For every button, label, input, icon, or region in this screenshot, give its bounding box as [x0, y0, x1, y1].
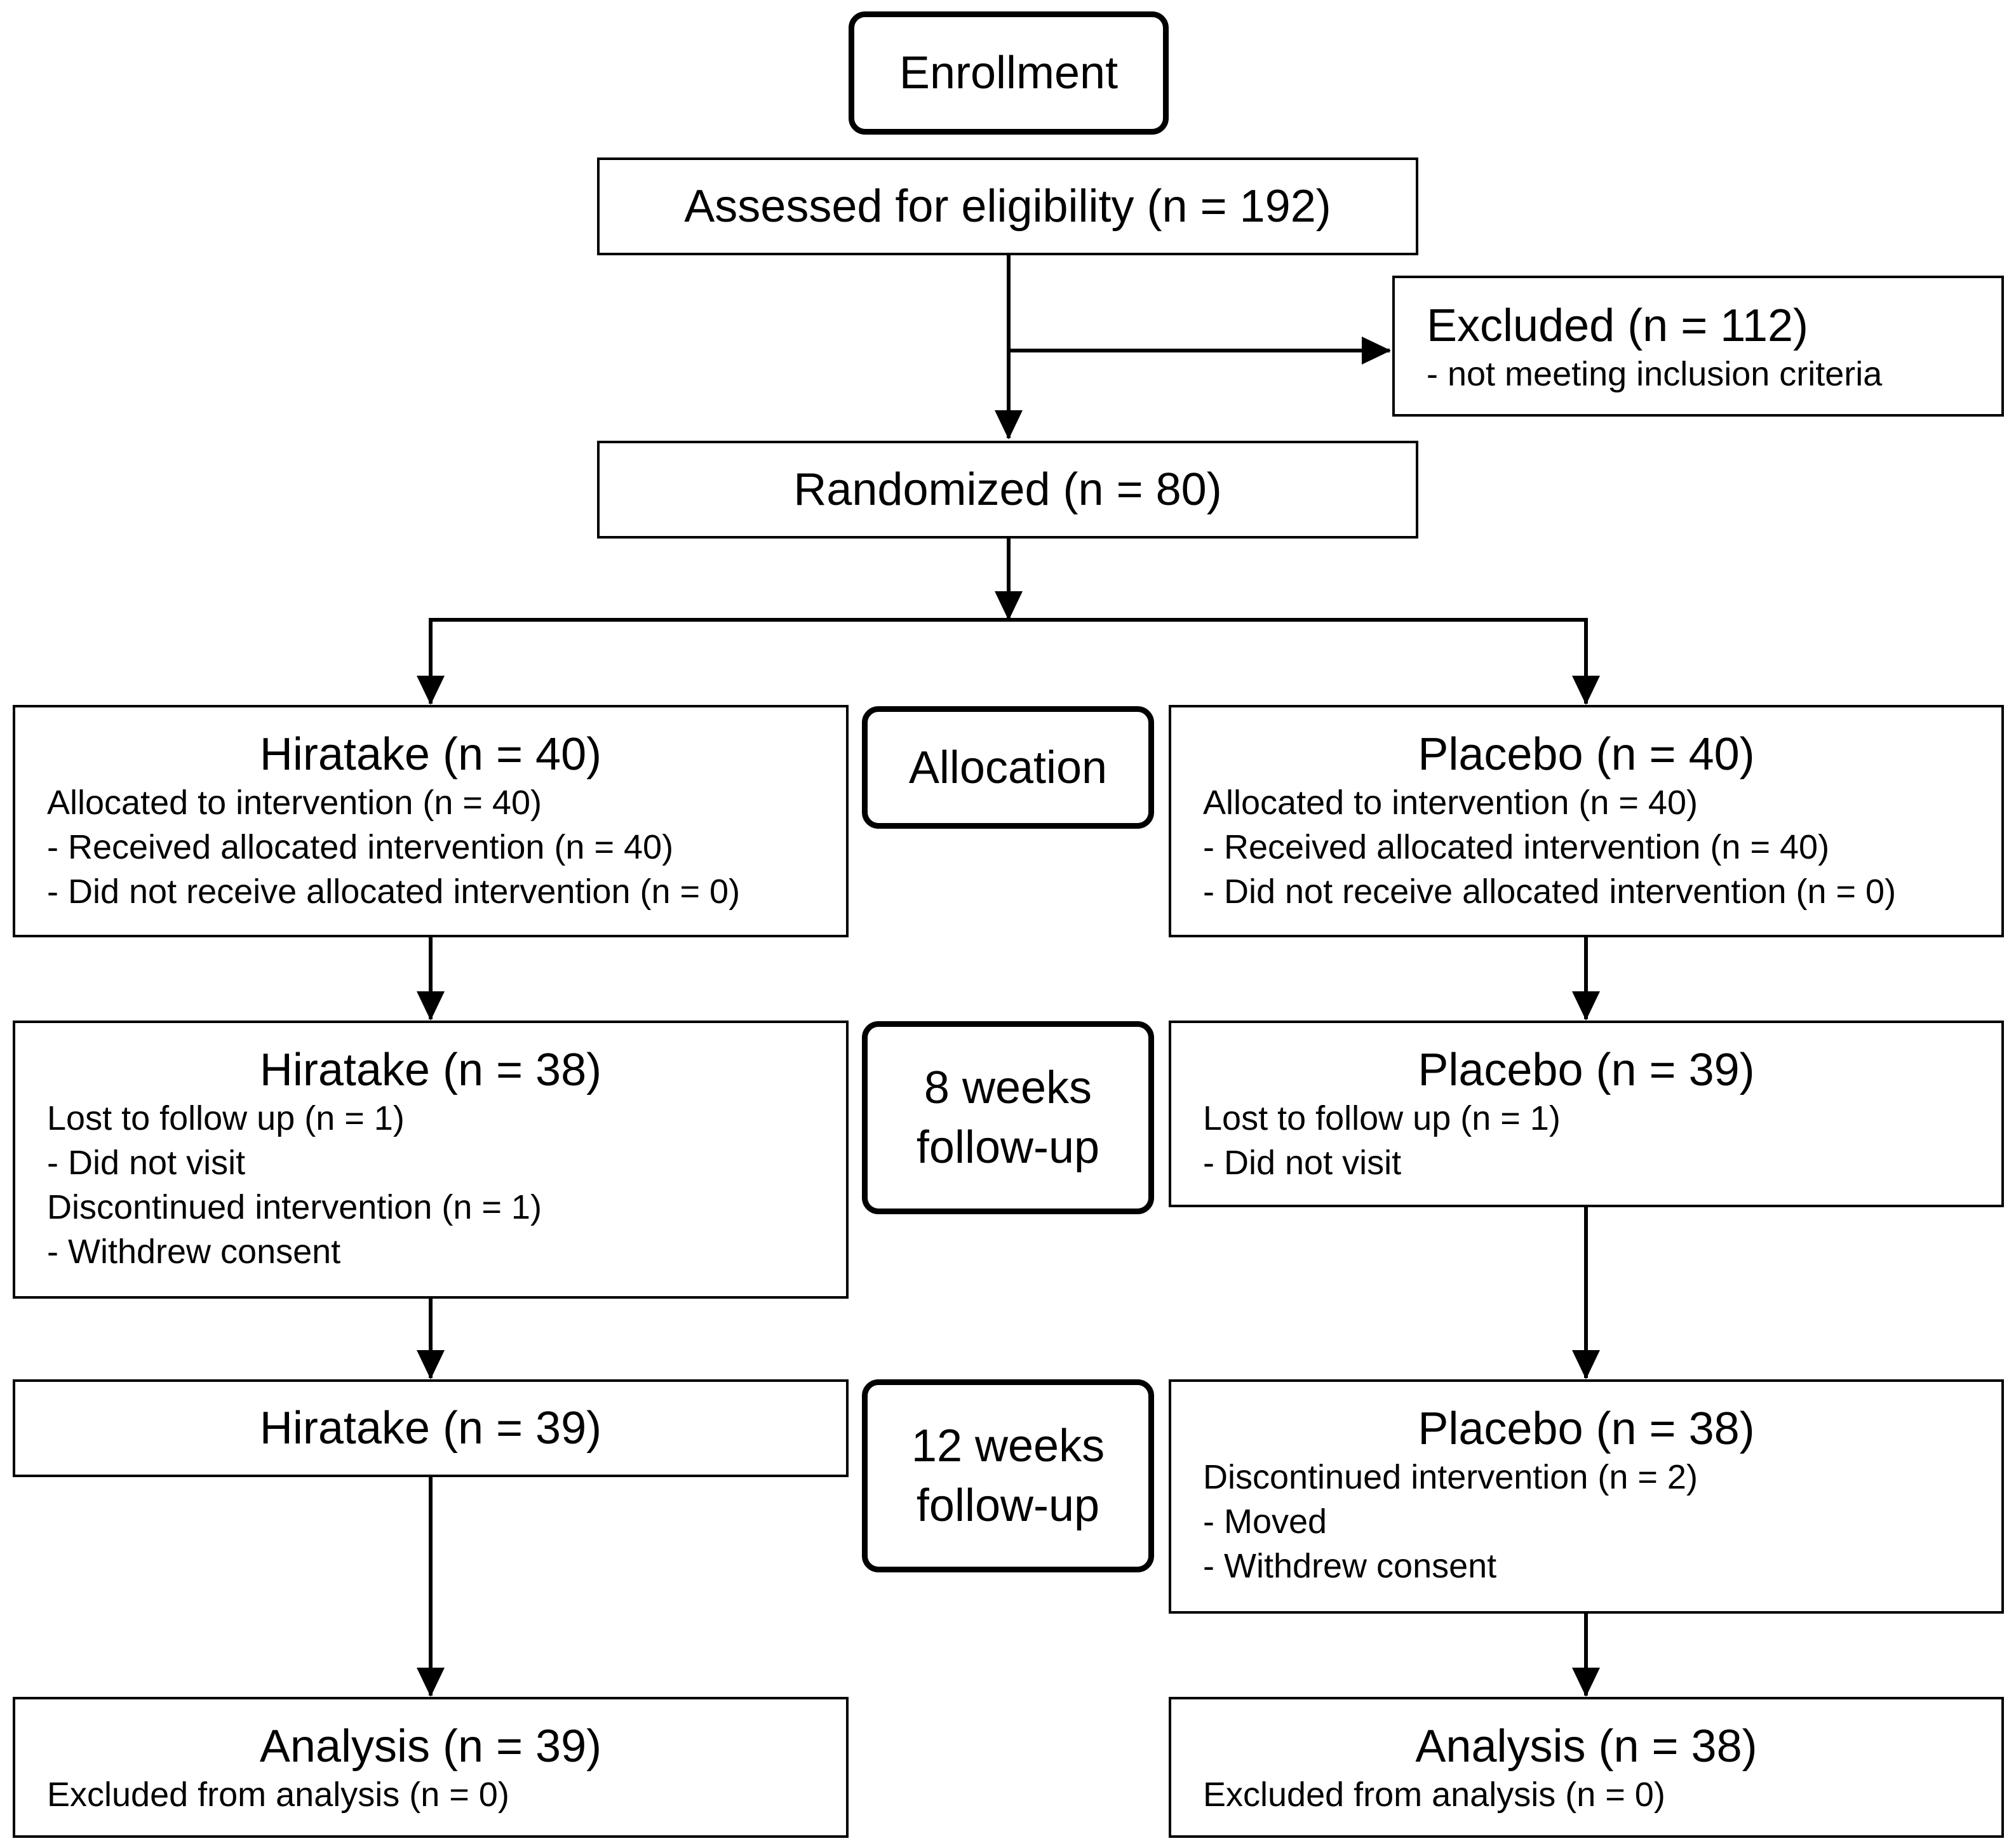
hiratake-allocation-line: - Did not receive allocated intervention…	[47, 873, 741, 911]
hiratake-week8-line: - Withdrew consent	[47, 1233, 341, 1271]
placebo-analysis-line: Excluded from analysis (n = 0)	[1203, 1776, 1665, 1814]
hiratake-week8-line: Lost to follow up (n = 1)	[47, 1099, 405, 1137]
randomized-box: Randomized (n = 80)	[597, 441, 1418, 539]
split-connector	[429, 618, 1588, 666]
hiratake-allocation-line: - Received allocated intervention (n = 4…	[47, 828, 674, 866]
stage-week8-label-line2: follow-up	[916, 1122, 1100, 1173]
hiratake-allocation-box: Hiratake (n = 40) Allocated to intervent…	[13, 705, 849, 937]
stage-enrollment-label: Enrollment	[899, 48, 1119, 98]
placebo-week8-line: Lost to follow up (n = 1)	[1203, 1099, 1561, 1137]
stage-week8: 8 weeks follow-up	[862, 1021, 1154, 1214]
placebo-week12-line: - Withdrew consent	[1203, 1547, 1497, 1585]
placebo-analysis-title: Analysis (n = 38)	[1415, 1721, 1757, 1772]
hiratake-week12-box: Hiratake (n = 39)	[13, 1379, 849, 1477]
placebo-week8-title: Placebo (n = 39)	[1418, 1045, 1755, 1095]
placebo-week12-title: Placebo (n = 38)	[1418, 1403, 1755, 1454]
stage-week12: 12 weeks follow-up	[862, 1379, 1154, 1572]
placebo-week8-line: - Did not visit	[1203, 1144, 1402, 1182]
placebo-week12-line: - Moved	[1203, 1503, 1327, 1541]
assessed-box: Assessed for eligibility (n = 192)	[597, 157, 1418, 255]
stage-allocation-label: Allocation	[908, 742, 1108, 793]
excluded-box: Excluded (n = 112) - not meeting inclusi…	[1392, 276, 2004, 417]
excluded-title: Excluded (n = 112)	[1427, 300, 1809, 351]
hiratake-analysis-box: Analysis (n = 39) Excluded from analysis…	[13, 1697, 849, 1838]
placebo-week12-line: Discontinued intervention (n = 2)	[1203, 1458, 1698, 1496]
hiratake-week8-line: Discontinued intervention (n = 1)	[47, 1188, 542, 1226]
hiratake-analysis-title: Analysis (n = 39)	[259, 1721, 602, 1772]
hiratake-analysis-line: Excluded from analysis (n = 0)	[47, 1776, 509, 1814]
placebo-analysis-box: Analysis (n = 38) Excluded from analysis…	[1169, 1697, 2004, 1838]
placebo-week8-box: Placebo (n = 39) Lost to follow up (n = …	[1169, 1021, 2004, 1207]
stage-week12-label-line2: follow-up	[916, 1480, 1100, 1531]
stage-allocation: Allocation	[862, 706, 1154, 829]
hiratake-week8-line: - Did not visit	[47, 1144, 246, 1182]
stage-week8-label-line1: 8 weeks	[924, 1062, 1092, 1113]
placebo-week12-box: Placebo (n = 38) Discontinued interventi…	[1169, 1379, 2004, 1614]
hiratake-week8-title: Hiratake (n = 38)	[259, 1045, 602, 1095]
placebo-allocation-title: Placebo (n = 40)	[1418, 729, 1755, 780]
excluded-reason: - not meeting inclusion criteria	[1427, 355, 1883, 393]
stage-enrollment: Enrollment	[849, 11, 1169, 135]
placebo-allocation-line: - Received allocated intervention (n = 4…	[1203, 828, 1830, 866]
placebo-allocation-line: - Did not receive allocated intervention…	[1203, 873, 1897, 911]
hiratake-allocation-title: Hiratake (n = 40)	[259, 729, 602, 780]
placebo-allocation-box: Placebo (n = 40) Allocated to interventi…	[1169, 705, 2004, 937]
hiratake-week8-box: Hiratake (n = 38) Lost to follow up (n =…	[13, 1021, 849, 1299]
assessed-label: Assessed for eligibility (n = 192)	[684, 181, 1331, 232]
hiratake-week12-title: Hiratake (n = 39)	[259, 1403, 602, 1454]
hiratake-allocation-line: Allocated to intervention (n = 40)	[47, 784, 542, 822]
randomized-label: Randomized (n = 80)	[793, 464, 1222, 515]
stage-week12-label-line1: 12 weeks	[911, 1421, 1105, 1471]
placebo-allocation-line: Allocated to intervention (n = 40)	[1203, 784, 1698, 822]
